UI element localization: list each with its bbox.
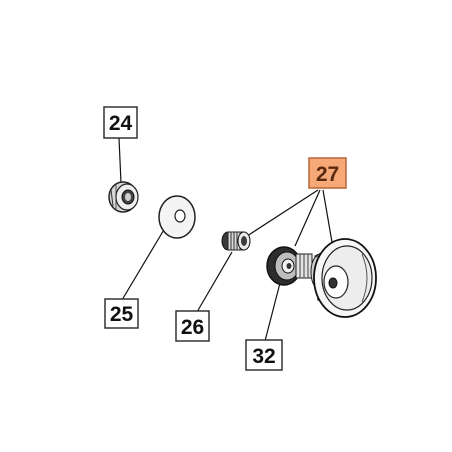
leader-27c [322, 189, 334, 249]
label-27-text: 27 [316, 163, 339, 186]
leader-24 [118, 137, 122, 184]
needle-bearing-part [221, 231, 251, 251]
nut-part [108, 181, 139, 213]
washer-part [158, 195, 196, 239]
leader-27a [243, 189, 319, 239]
sprocket-part [266, 246, 313, 286]
leader-26 [196, 251, 233, 313]
label-24-text: 24 [109, 112, 133, 135]
leader-27b [294, 189, 321, 247]
leader-32 [264, 282, 281, 342]
label-24: 24 [103, 106, 138, 139]
label-25: 25 [104, 298, 139, 329]
leader-25 [121, 227, 166, 301]
label-25-text: 25 [110, 303, 134, 326]
clutch-drum-part [310, 238, 377, 318]
label-32-text: 32 [252, 345, 275, 368]
label-26: 26 [175, 310, 210, 342]
label-32: 32 [245, 339, 283, 371]
label-27: 27 [308, 157, 347, 189]
label-26-text: 26 [181, 316, 204, 339]
